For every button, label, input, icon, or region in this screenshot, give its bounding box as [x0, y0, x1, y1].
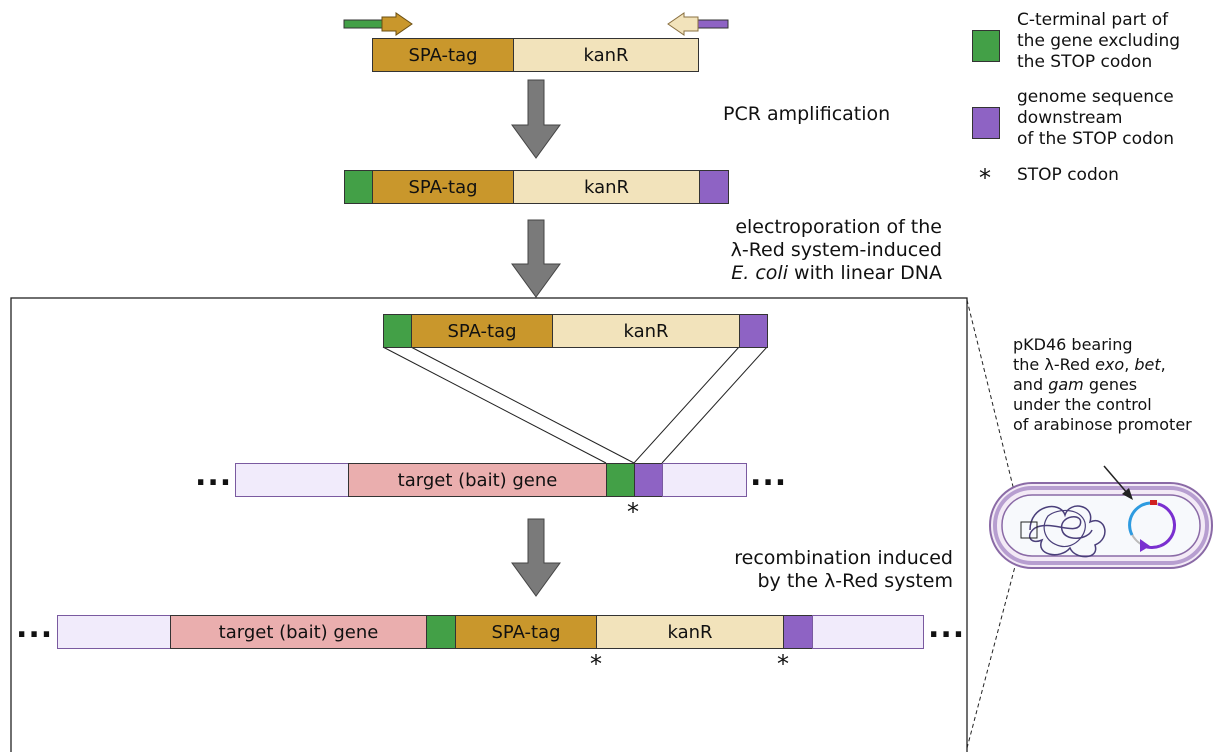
downstream-segment: [783, 615, 813, 649]
stop-codon-marker: *: [627, 498, 639, 526]
ellipsis-right: ...: [750, 458, 788, 493]
downstream-segment: [739, 314, 768, 348]
legend-purple-label: genome sequence downstream of the STOP c…: [1017, 87, 1174, 150]
plasmid-note-2a: the λ-Red: [1013, 355, 1096, 374]
plasmid-callout-arrow-icon: [1103, 465, 1133, 500]
flank-segment: [812, 615, 924, 649]
zoom-dashed-lines: [966, 299, 1023, 749]
plasmid-note-3b: genes: [1083, 375, 1138, 394]
down-arrow-icon: [511, 219, 561, 298]
bet-gene: bet: [1134, 355, 1161, 374]
c-terminal-segment: [426, 615, 456, 649]
exo-gene: exo: [1095, 355, 1125, 374]
spa-tag-segment: SPA-tag: [455, 615, 597, 649]
legend-purple-swatch: [972, 107, 1000, 139]
c-terminal-segment: [344, 170, 373, 204]
recombination-step-label: recombination induced by the λ-Red syste…: [640, 547, 953, 593]
c-terminal-segment: [606, 463, 635, 497]
plasmid-note-line-2: the λ-Red exo, bet,: [1013, 355, 1192, 375]
recombination-line-2: by the λ-Red system: [757, 570, 954, 592]
target-gene-segment: target (bait) gene: [170, 615, 427, 649]
plasmid-note-line-1: pKD46 bearing: [1013, 335, 1133, 354]
ellipsis-right: ...: [928, 610, 966, 645]
plasmid-note-2b: ,: [1124, 355, 1135, 374]
electroporation-line-2: λ-Red system-induced: [730, 239, 942, 261]
reverse-primer-icon: [667, 12, 729, 36]
ellipsis-left: ...: [16, 610, 54, 645]
kanr-segment: kanR: [513, 170, 700, 204]
legend-purple-line-2: downstream: [1017, 108, 1123, 128]
downstream-segment: [634, 463, 663, 497]
kanr-segment: kanR: [596, 615, 784, 649]
gam-gene: gam: [1048, 375, 1084, 394]
target-gene-segment: target (bait) gene: [348, 463, 607, 497]
flank-segment: [662, 463, 747, 497]
spa-tag-segment: SPA-tag: [411, 314, 553, 348]
legend-purple-line-1: genome sequence: [1017, 87, 1174, 107]
electroporation-line-3: E. coli with linear DNA: [640, 262, 942, 285]
electroporation-rest: with linear DNA: [787, 262, 942, 284]
stop-codon-marker: *: [777, 650, 789, 678]
down-arrow-icon: [511, 518, 561, 597]
plasmid-note-line-3: and gam genes: [1013, 375, 1192, 395]
plasmid-note-2c: ,: [1160, 355, 1166, 374]
ecoli-cell-icon: [989, 482, 1213, 569]
recombination-panel-frame: [10, 297, 968, 752]
stop-codon-marker: *: [590, 650, 602, 678]
spa-tag-segment: SPA-tag: [372, 38, 514, 72]
pcr-step-label: PCR amplification: [723, 103, 891, 125]
legend-green-line-1: C-terminal part of: [1017, 10, 1169, 30]
flank-segment: [57, 615, 171, 649]
legend-green-swatch: [972, 30, 1000, 62]
ellipsis-left: ...: [195, 458, 233, 493]
plasmid-note-line-5: of arabinose promoter: [1013, 415, 1192, 434]
electroporation-step-label: electroporation of the λ-Red system-indu…: [640, 216, 942, 285]
legend-stop-symbol: *: [979, 164, 991, 192]
legend-green-line-3: the STOP codon: [1017, 52, 1153, 72]
kanr-segment: kanR: [513, 38, 699, 72]
plasmid-note: pKD46 bearing the λ-Red exo, bet, and ga…: [1013, 335, 1192, 435]
flank-segment: [235, 463, 349, 497]
forward-primer-icon: [343, 12, 413, 36]
legend-green-label: C-terminal part of the gene excluding th…: [1017, 10, 1180, 73]
downstream-segment: [699, 170, 729, 204]
c-terminal-segment: [383, 314, 412, 348]
recombination-line-1: recombination induced: [734, 547, 953, 569]
homology-crossover-lines: [382, 346, 768, 464]
ecoli-italic: E. coli: [731, 262, 788, 284]
electroporation-line-1: electroporation of the: [735, 216, 942, 238]
kanr-segment: kanR: [552, 314, 740, 348]
plasmid-note-line-4: under the control: [1013, 395, 1152, 414]
legend-stop-label: STOP codon: [1017, 165, 1119, 185]
plasmid-note-3a: and: [1013, 375, 1049, 394]
down-arrow-icon: [511, 79, 561, 159]
legend-purple-line-3: of the STOP codon: [1017, 129, 1175, 149]
legend-green-line-2: the gene excluding: [1017, 31, 1181, 51]
spa-tag-segment: SPA-tag: [372, 170, 514, 204]
